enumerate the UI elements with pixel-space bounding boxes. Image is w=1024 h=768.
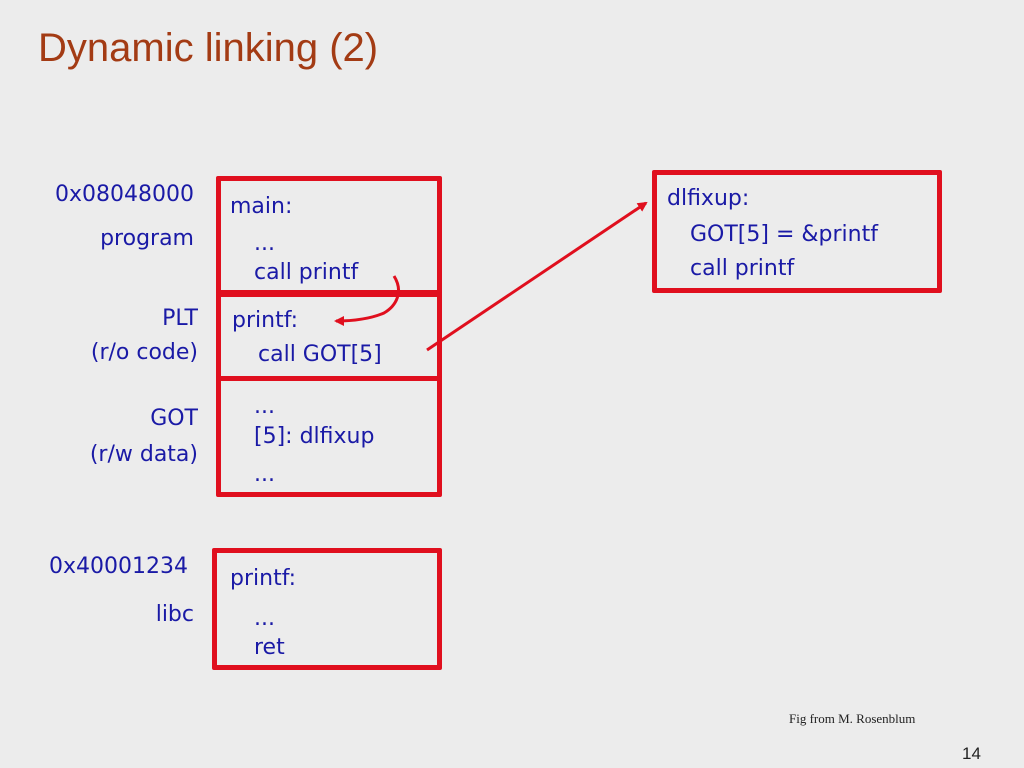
libc-code-line: ... xyxy=(254,606,275,631)
libc-code-line: ret xyxy=(254,635,285,660)
libc-label: libc xyxy=(155,602,194,627)
libc-address-label: 0x40001234 xyxy=(49,554,188,579)
dlfixup-code-line: dlfixup: xyxy=(667,186,750,211)
plt-description: (r/o code) xyxy=(90,340,198,365)
got-label: GOT xyxy=(150,406,198,431)
main-code-line: ... xyxy=(254,231,275,256)
libc-box xyxy=(212,548,442,670)
libc-code-line: printf: xyxy=(230,566,297,591)
dlfixup-code-line: call printf xyxy=(690,256,795,281)
got-box xyxy=(216,376,442,497)
dlfixup-code-line: GOT[5] = &printf xyxy=(690,222,878,247)
plt-label: PLT xyxy=(162,306,198,331)
got-code-line: [5]: dlfixup xyxy=(254,424,375,449)
program-label: program xyxy=(100,226,194,251)
main-code-line: call printf xyxy=(254,260,359,285)
got-description: (r/w data) xyxy=(89,442,198,467)
plt-code-line: call GOT[5] xyxy=(258,342,382,367)
program-address-label: 0x08048000 xyxy=(55,182,194,207)
got-code-line: ... xyxy=(254,394,275,419)
main-code-line: main: xyxy=(230,194,293,219)
figure-credit: Fig from M. Rosenblum xyxy=(789,711,916,726)
page-number: 14 xyxy=(962,744,981,763)
dlfixup-box xyxy=(652,170,942,293)
slide-title: Dynamic linking (2) xyxy=(38,26,379,70)
plt-to-dlfixup-arrow xyxy=(426,201,648,352)
call-printf-to-plt-arrow xyxy=(334,275,400,326)
plt-code-line: printf: xyxy=(232,308,299,333)
got-code-line: ... xyxy=(254,462,275,487)
